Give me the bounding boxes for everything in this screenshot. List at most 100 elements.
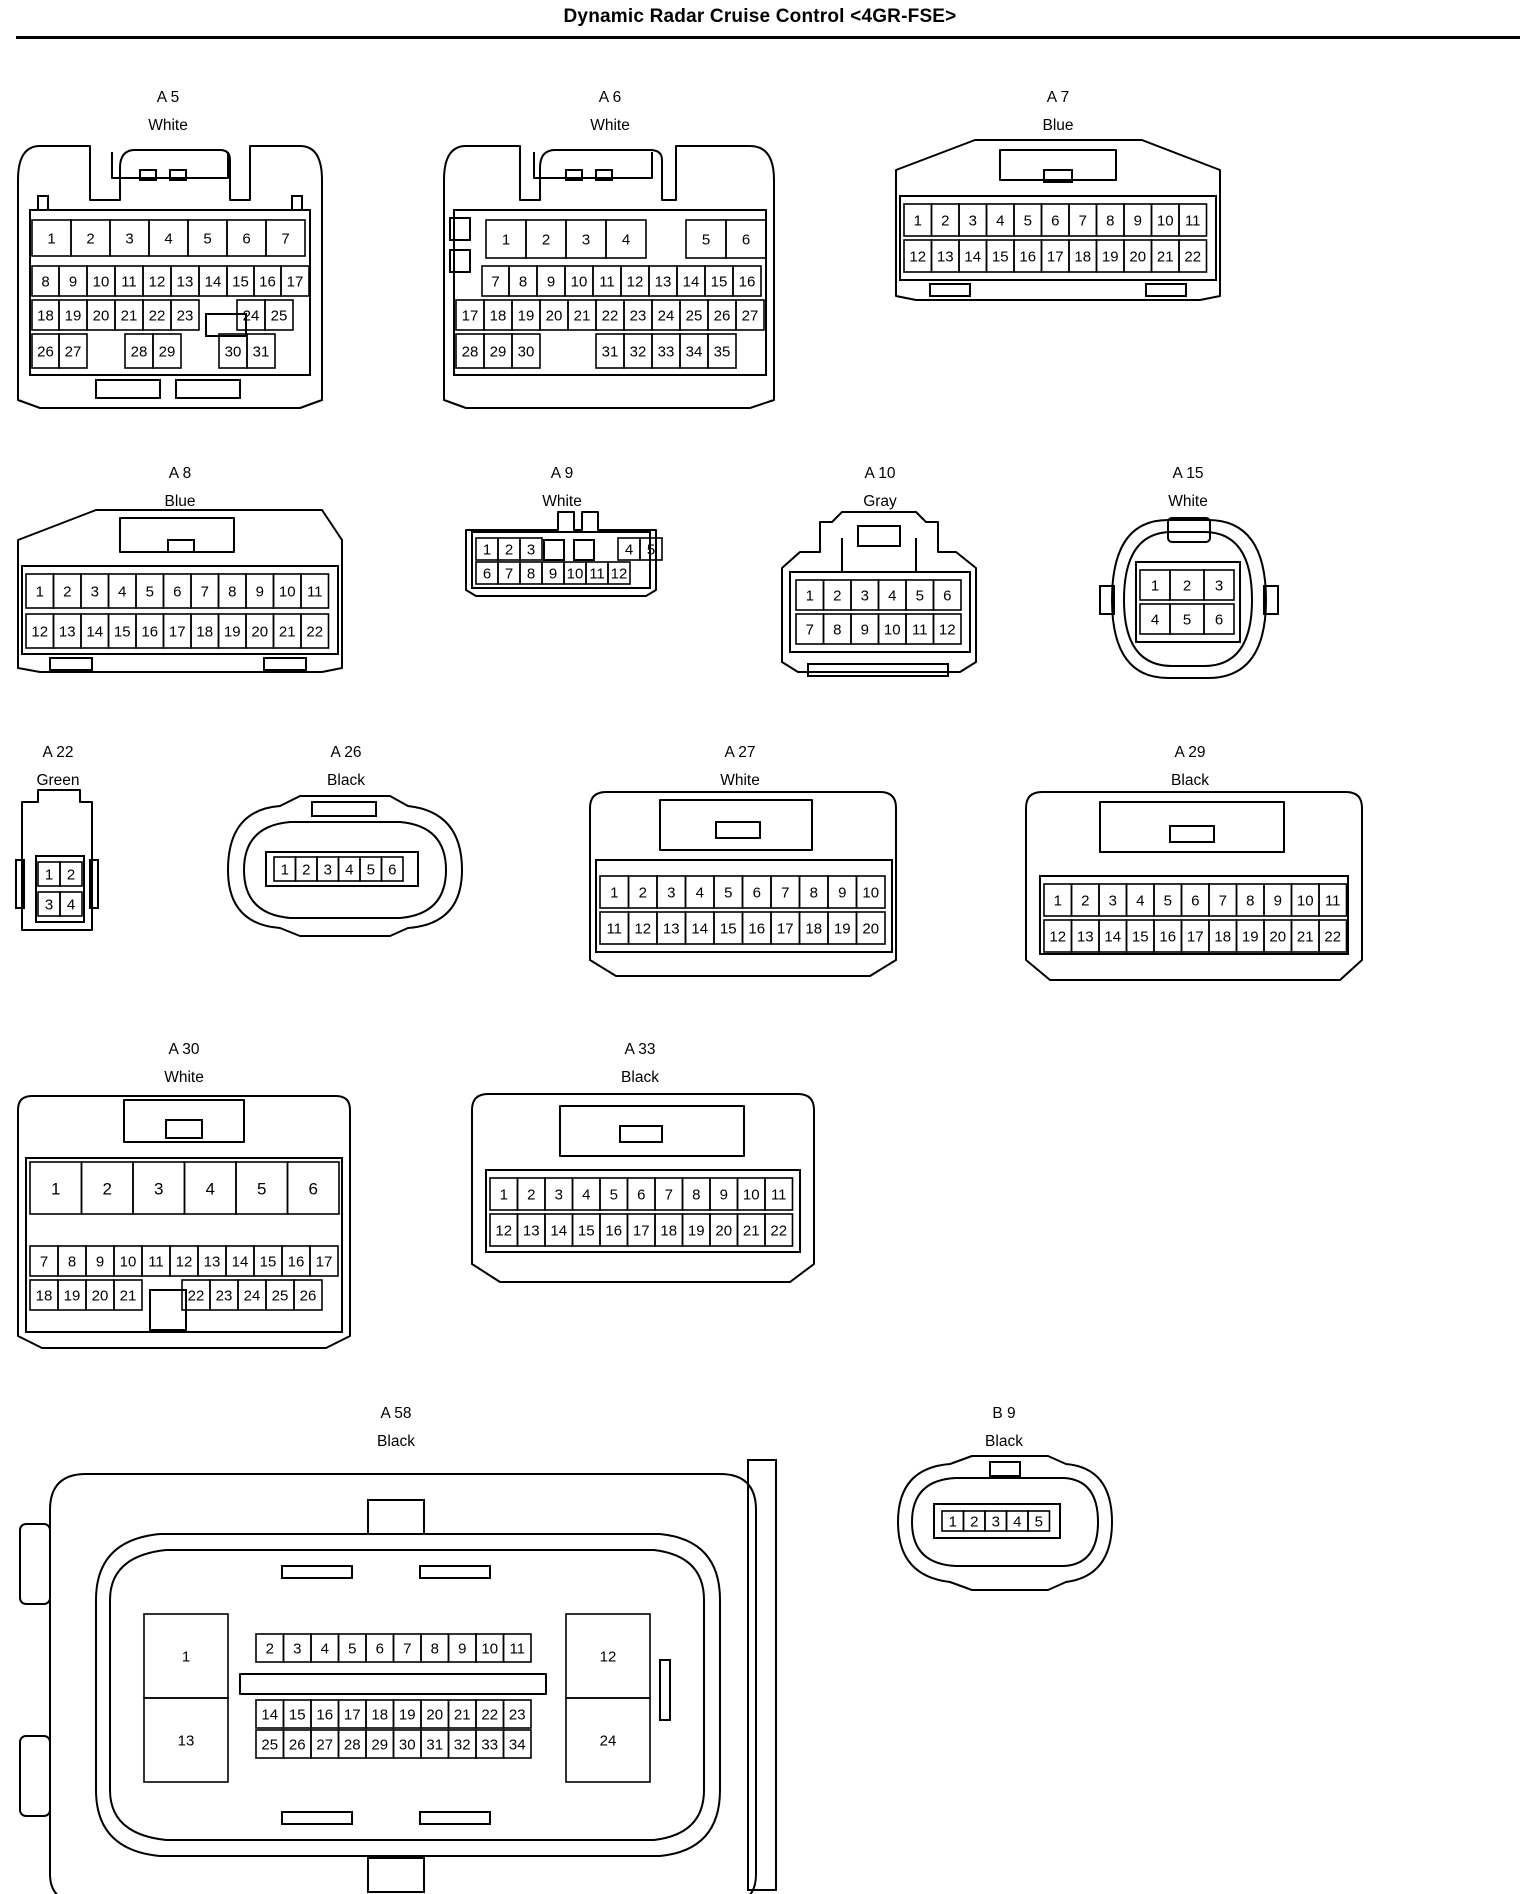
pin-number: 14 xyxy=(86,624,103,641)
pin-number: 4 xyxy=(996,213,1004,230)
pin-number: 22 xyxy=(1184,249,1201,266)
connector-color: White xyxy=(148,117,188,134)
pin-number: 2 xyxy=(302,862,310,879)
pin-number: 3 xyxy=(154,1180,163,1199)
pin-number: 17 xyxy=(316,1254,333,1271)
pin-number: 1 xyxy=(610,885,618,902)
pin-number: 8 xyxy=(527,566,535,583)
pin-number: 6 xyxy=(173,584,181,601)
pin-number: 2 xyxy=(833,588,841,605)
pin-cell xyxy=(152,333,182,369)
pin-number: 2 xyxy=(67,867,75,884)
pin-number: 8 xyxy=(431,1641,439,1658)
pin-number: 11 xyxy=(148,1254,164,1271)
pin-number: 23 xyxy=(509,1707,526,1724)
pin-number: 4 xyxy=(67,897,75,914)
pin-number: 9 xyxy=(458,1641,466,1658)
pin-cell xyxy=(280,265,310,297)
pin-cell xyxy=(1178,203,1208,237)
pin-number: 5 xyxy=(146,584,154,601)
connector-label: A 30 xyxy=(168,1041,199,1058)
pin-number: 2 xyxy=(970,1514,978,1531)
pin-number: 20 xyxy=(862,921,879,938)
pin-number: 14 xyxy=(964,249,981,266)
pin-cell xyxy=(725,219,767,259)
pin-number: 7 xyxy=(1219,893,1227,910)
pin-number: 8 xyxy=(519,274,527,291)
pin-number: 25 xyxy=(271,308,288,325)
pin-number: 18 xyxy=(660,1223,677,1240)
pin-number: 9 xyxy=(720,1187,728,1204)
pin-number: 10 xyxy=(93,274,110,291)
pin-cell xyxy=(293,1279,323,1311)
pin-number: 23 xyxy=(630,308,647,325)
pin-number: 14 xyxy=(691,921,708,938)
pin-number: 2 xyxy=(505,542,513,559)
pin-number: 19 xyxy=(224,624,241,641)
connector-color: Black xyxy=(1171,772,1209,789)
pin-number: 8 xyxy=(41,274,49,291)
connector-label: A 29 xyxy=(1174,744,1205,761)
pin-number: 21 xyxy=(574,308,591,325)
pin-number: 25 xyxy=(686,308,703,325)
pin-number: 11 xyxy=(589,566,605,583)
pin-number: 1 xyxy=(51,1180,60,1199)
pin-cell xyxy=(502,1633,532,1663)
connector-color: Green xyxy=(36,772,79,789)
pin-number: 20 xyxy=(92,1288,109,1305)
pin-cell xyxy=(932,613,962,645)
pin-number: 25 xyxy=(272,1288,289,1305)
pin-number: 10 xyxy=(862,885,879,902)
connector-color: Black xyxy=(621,1069,659,1086)
pin-number: 16 xyxy=(288,1254,305,1271)
pin-cell xyxy=(300,573,330,609)
connector-color: White xyxy=(720,772,760,789)
pin-number: 12 xyxy=(939,622,956,639)
pin-number: 6 xyxy=(242,231,250,248)
pin-number: 13 xyxy=(59,624,76,641)
pin-number: 12 xyxy=(909,249,926,266)
pin-number: 5 xyxy=(647,542,655,559)
pin-number: 19 xyxy=(399,1707,416,1724)
pin-number: 4 xyxy=(625,542,633,559)
pin-number: 19 xyxy=(65,308,82,325)
pin-number: 17 xyxy=(1187,929,1204,946)
pin-number: 10 xyxy=(1157,213,1174,230)
pin-number: 15 xyxy=(1132,929,1149,946)
pin-number: 4 xyxy=(888,588,896,605)
pin-number: 28 xyxy=(462,344,479,361)
pin-number: 15 xyxy=(720,921,737,938)
pin-number: 7 xyxy=(806,622,814,639)
connector-label: A 33 xyxy=(624,1041,655,1058)
pin-number: 20 xyxy=(93,308,110,325)
pin-number: 6 xyxy=(1191,893,1199,910)
pin-number: 22 xyxy=(188,1288,205,1305)
pin-number: 14 xyxy=(205,274,222,291)
pin-number: 9 xyxy=(861,622,869,639)
pin-cell xyxy=(1178,239,1208,273)
pin-number: 15 xyxy=(289,1707,306,1724)
pin-number: 9 xyxy=(547,274,555,291)
pin-number: 9 xyxy=(549,566,557,583)
pin-number: 6 xyxy=(1051,213,1059,230)
pin-number: 8 xyxy=(810,885,818,902)
pin-number: 4 xyxy=(345,862,353,879)
pin-number: 6 xyxy=(483,566,491,583)
pin-number: 16 xyxy=(748,921,765,938)
pin-number: 11 xyxy=(121,274,137,291)
pin-number: 10 xyxy=(567,566,584,583)
pin-cell xyxy=(502,1699,532,1729)
pin-number: 1 xyxy=(36,584,44,601)
pin-number: 6 xyxy=(637,1187,645,1204)
pin-cell xyxy=(1203,569,1235,601)
pin-number: 10 xyxy=(571,274,588,291)
pin-cell xyxy=(607,561,631,585)
connector-color: Blue xyxy=(1042,117,1073,134)
pin-number: 3 xyxy=(555,1187,563,1204)
pin-number: 5 xyxy=(1183,612,1191,629)
